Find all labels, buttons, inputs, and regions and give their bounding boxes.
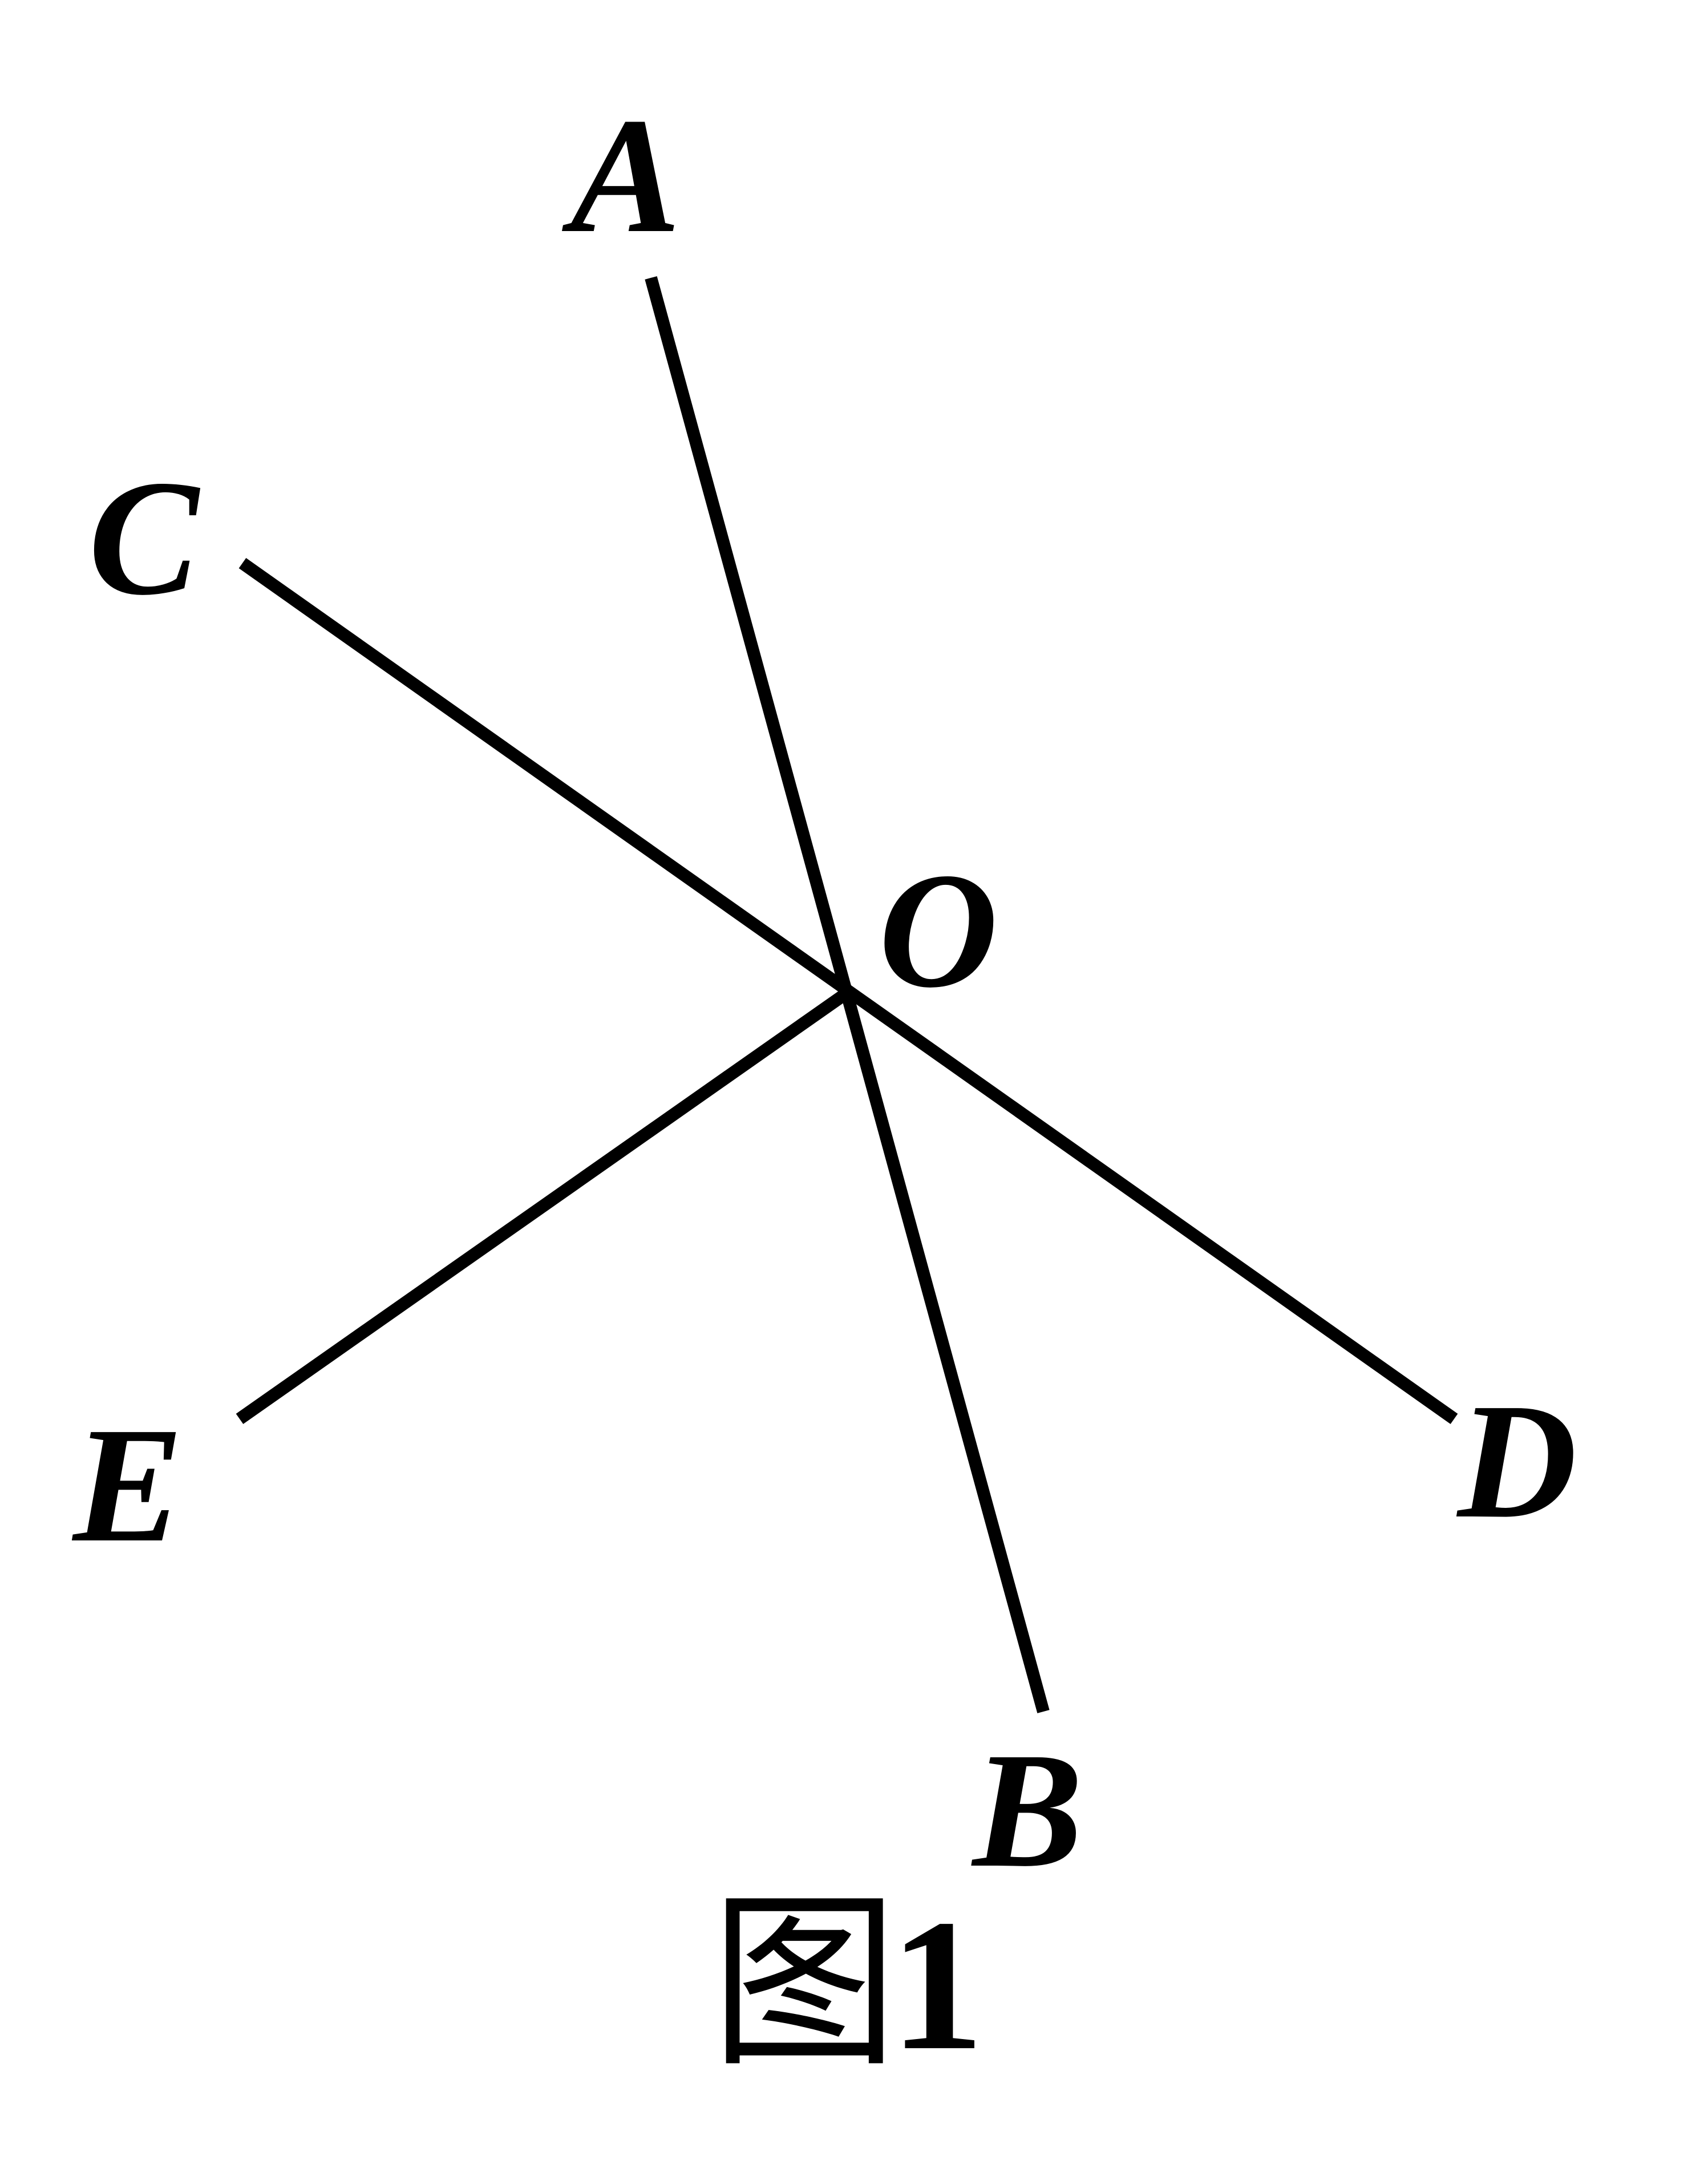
point-label-c: C [88, 446, 202, 629]
point-label-d: D [1455, 1369, 1577, 1552]
segment-oe [236, 987, 851, 1425]
figure-caption-prefix: 图 [710, 1874, 898, 2093]
figure-caption-number: 1 [890, 1881, 984, 2089]
point-label-e: E [70, 1393, 183, 1576]
point-label-b: B [970, 1718, 1083, 1902]
segment-cd [238, 558, 1458, 1424]
point-label-a: A [560, 84, 681, 267]
point-label-o: O [879, 839, 998, 1022]
